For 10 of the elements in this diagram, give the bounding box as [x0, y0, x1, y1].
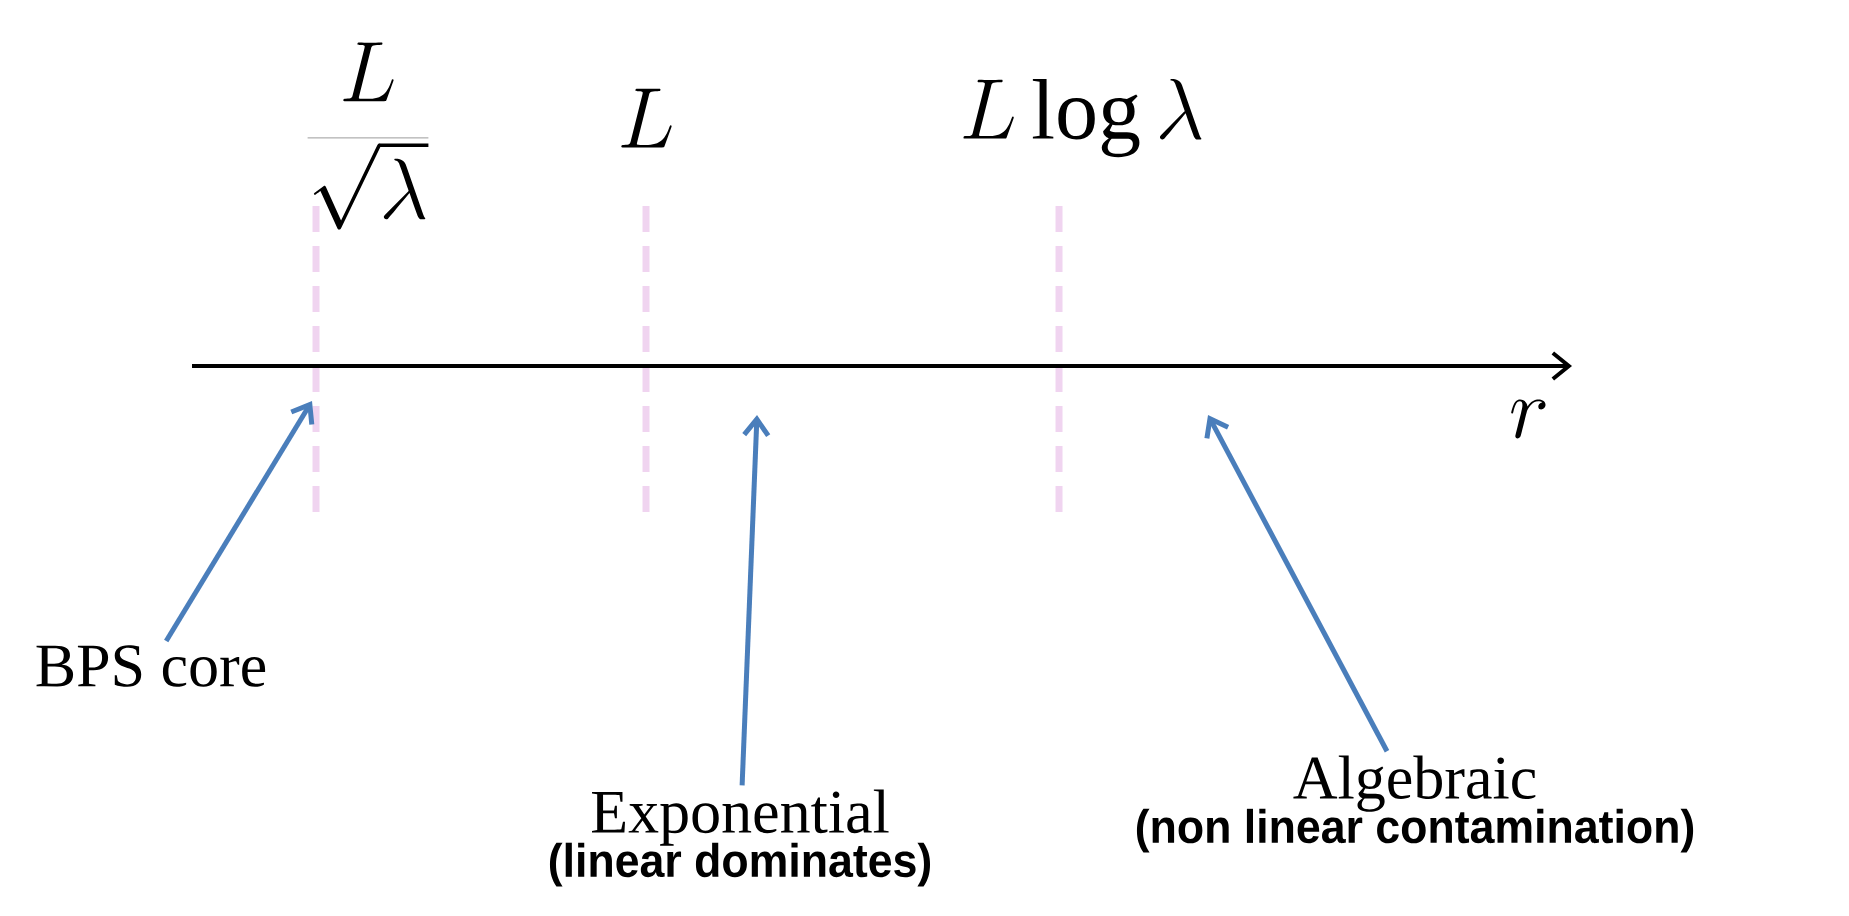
formula-label: $L \log \lambda$ — [963, 78, 1202, 158]
arrow — [739, 415, 771, 786]
formula-label: $L$ — [621, 88, 672, 148]
formula-label: $\frac{L}{\sqrt{\lambda}}$ — [307, 42, 429, 230]
arrow — [1204, 415, 1390, 753]
arrow — [164, 401, 315, 643]
annotation-text: Exponential (linear dominates) — [549, 789, 931, 887]
annotation-text: BPS core — [36, 645, 266, 687]
formula-label: $r$ — [1511, 399, 1546, 439]
annotation-text: Algebraic (non linear contamination) — [1136, 755, 1694, 853]
